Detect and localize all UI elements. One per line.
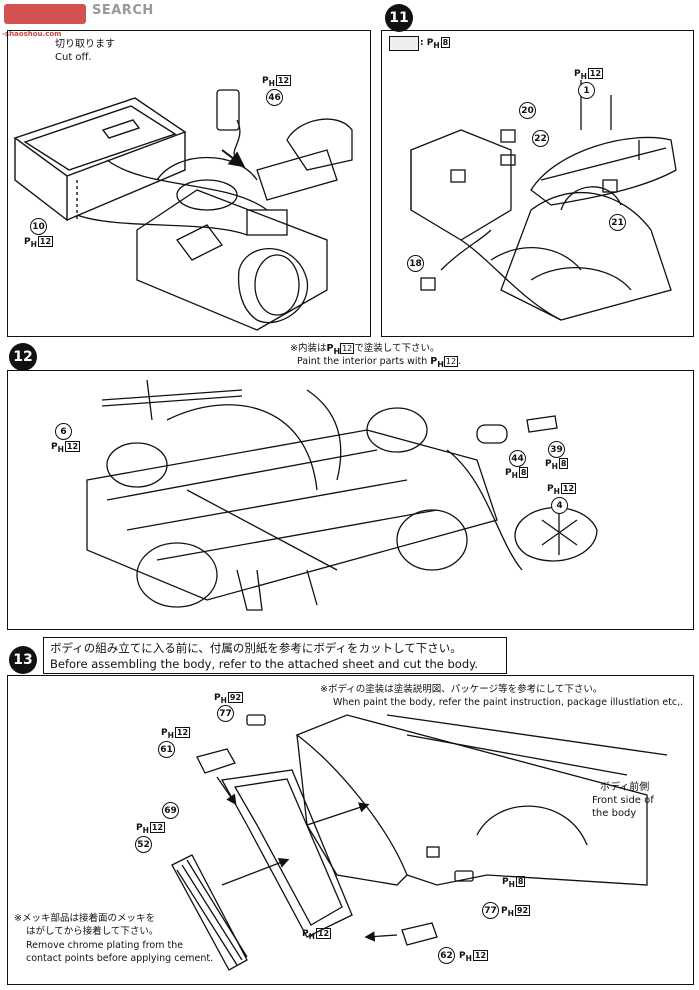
step13-illustration (171, 714, 668, 971)
step13-paint-note-jp: ※ボディの塗装は塗装説明図、パッケージ等を参考にして下さい。 (320, 684, 603, 695)
step10-frame (7, 30, 371, 337)
step12-part39-num: 39 (548, 441, 565, 458)
step11-part18-num: 18 (407, 255, 424, 272)
step13-chrome-en1: Remove chrome plating from the (26, 940, 184, 951)
step10-cut-en: Cut off. (55, 52, 92, 63)
step13-chrome-jp1: ※メッキ部品は接着面のメッキを (14, 913, 155, 924)
watermark-logo (4, 4, 86, 24)
step13-part52-num: 52 (135, 836, 152, 853)
step13-chrome-jp2: はがしてから接着して下さい。 (26, 926, 159, 937)
step11-part20-num: 20 (519, 102, 536, 119)
step11-illustration (410, 80, 677, 321)
step13-frame (7, 675, 694, 985)
step10-part10-num: 10 (30, 218, 47, 235)
step13-front-en1: Front side of (592, 795, 654, 806)
step11-part22-num: 22 (532, 130, 549, 147)
step13-part61-num: 61 (158, 741, 175, 758)
step13-instruction-jp: ボディの組み立てに入る前に、付属の別紙を参考にボディをカットして下さい。 (50, 641, 462, 655)
step13-part77a-num: 77 (217, 705, 234, 722)
step11-legend-swatch (389, 36, 419, 51)
step10-part46-num: 46 (266, 89, 283, 106)
step12-part4-num: 4 (551, 497, 568, 514)
step10-illustration (13, 89, 353, 331)
step11-badge: 11 (385, 4, 413, 32)
watermark-text: SEARCH (92, 3, 154, 18)
step12-illustration (86, 379, 598, 611)
step13-part69-num: 69 (162, 802, 179, 819)
step13-chrome-en2: contact points before applying cement. (26, 953, 214, 964)
step12-part6-num: 6 (55, 423, 72, 440)
step10-cut-jp: 切り取ります (55, 39, 115, 50)
step13-instruction-en: Before assembling the body, refer to the… (50, 657, 478, 671)
step13-front-jp: ボディ前側 (600, 782, 650, 793)
step12-part44-num: 44 (509, 450, 526, 467)
step12-frame (7, 370, 694, 630)
step13-badge: 13 (9, 646, 37, 674)
step12-badge: 12 (9, 343, 37, 371)
step11-part1-num: 1 (578, 82, 595, 99)
watermark-sub: -shaoshou.com (2, 30, 62, 38)
step13-instruction: ボディの組み立てに入る前に、付属の別紙を参考にボディをカットして下さい。 Bef… (43, 637, 507, 674)
step13-part77b-num: 77 (482, 902, 499, 919)
step13-paint-note-en: When paint the body, refer the paint ins… (333, 697, 684, 708)
step11-part21-num: 21 (609, 214, 626, 231)
step11-frame (381, 30, 694, 337)
step13-front-en2: the body (592, 808, 637, 819)
step13-part62-num: 62 (438, 947, 455, 964)
